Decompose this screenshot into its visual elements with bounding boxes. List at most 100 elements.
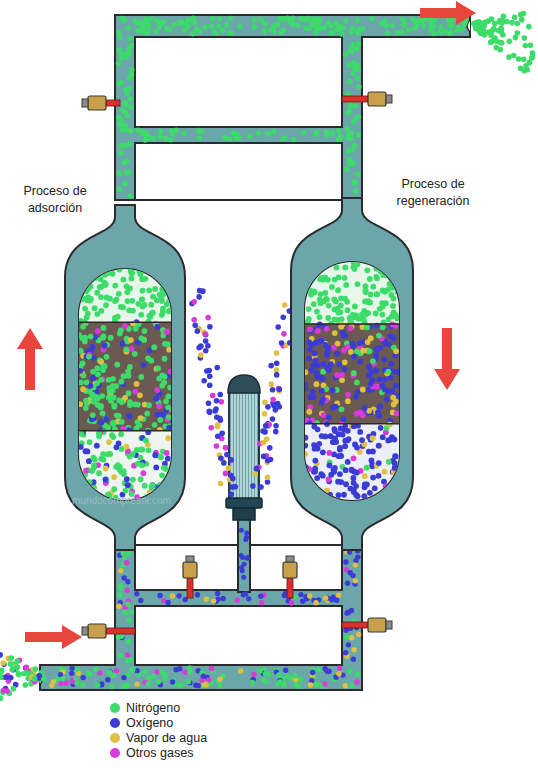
gas-particle [382,469,388,475]
valve-cap [286,556,294,562]
gas-particle [104,354,110,360]
gas-particle [91,463,97,469]
bed-boundary [79,430,171,432]
gas-particle [354,262,360,267]
gas-particle [337,445,343,451]
gas-particle [352,181,357,186]
gas-particle [9,667,15,673]
gas-particle [202,24,207,29]
gas-particle [345,581,350,586]
gas-particle [345,392,351,398]
gas-particle [210,393,216,399]
nitrogen-flow [116,35,135,199]
gas-particle [347,79,352,84]
gas-particle [380,434,386,440]
gas-particle [447,23,452,28]
gas-particle [324,352,330,358]
gas-particle [0,695,3,701]
gas-particle [157,593,162,598]
gas-particle [306,340,312,346]
gas-particle [124,476,130,482]
gas-particle [207,409,213,415]
gas-particle [339,377,345,383]
gas-particle [122,143,127,148]
gas-particle [119,419,125,425]
gas-particle [346,642,351,647]
gas-particle [191,317,197,323]
gas-particle [343,282,349,288]
bed-zone [79,431,171,500]
gas-particle [324,669,329,674]
gas-particle [0,667,4,673]
gas-particle [92,305,98,311]
gas-particle [515,21,521,27]
gas-particle [121,471,127,477]
gas-particle [140,470,146,476]
gas-particle [392,495,398,500]
gas-particle [263,423,269,429]
gas-particle [305,473,310,479]
gas-particle [138,374,144,380]
gas-particle [103,476,109,482]
gas-particle [92,273,98,279]
gas-particle [282,593,287,598]
gas-particle [356,114,361,119]
gas-particle [217,683,222,688]
gas-particle [351,455,357,461]
gas-particle [305,495,308,500]
gas-particle [250,680,255,685]
gas-particle [128,337,134,343]
gas-particle [338,303,344,309]
gas-particle [196,128,201,133]
gas-particle [202,331,208,337]
bed-particles [79,269,171,325]
gas-particle [374,291,380,297]
gas-particle [195,328,201,334]
gas-particle [283,668,288,673]
gas-particle [159,312,165,318]
gas-particle [390,23,395,28]
gas-particle [342,359,348,365]
gas-particle [330,439,336,445]
gas-particle [288,19,293,24]
gas-particle [166,281,171,287]
gas-particle [332,330,338,336]
gas-particle [23,682,29,688]
gas-particle [192,323,198,329]
gas-particle [349,635,354,640]
gas-particle [165,600,170,605]
gas-particle [138,598,143,603]
gas-particle [215,422,221,428]
gas-particle [128,269,134,274]
gas-particle [262,411,268,417]
gas-particle [354,46,359,51]
gas-particle [265,131,270,136]
gas-particle [125,652,130,657]
gas-particle [158,274,164,280]
gas-particle [216,24,221,29]
gas-particle [148,314,154,320]
bed-boundary [79,321,171,323]
gas-particle [164,329,170,335]
gas-particle [393,348,399,354]
valve-cap [386,621,392,629]
gas-particle [103,466,109,472]
gas-particle [91,485,97,491]
valve-cap [82,627,88,635]
gas-particle [348,349,354,355]
gas-particle [488,39,494,45]
gas-particle [129,72,134,77]
gas-particle [80,682,85,687]
gas-particle [222,135,227,140]
gas-particle [346,63,351,68]
gas-particle [157,417,163,423]
gas-particle [116,398,122,404]
gas-particle [473,24,479,30]
gas-particle [146,675,151,680]
gas-particle [125,482,131,488]
gas-particle [275,22,280,27]
gas-particle [343,481,349,487]
gas-particle [137,392,143,398]
legend-swatch [110,748,120,758]
gas-particle [80,360,86,366]
